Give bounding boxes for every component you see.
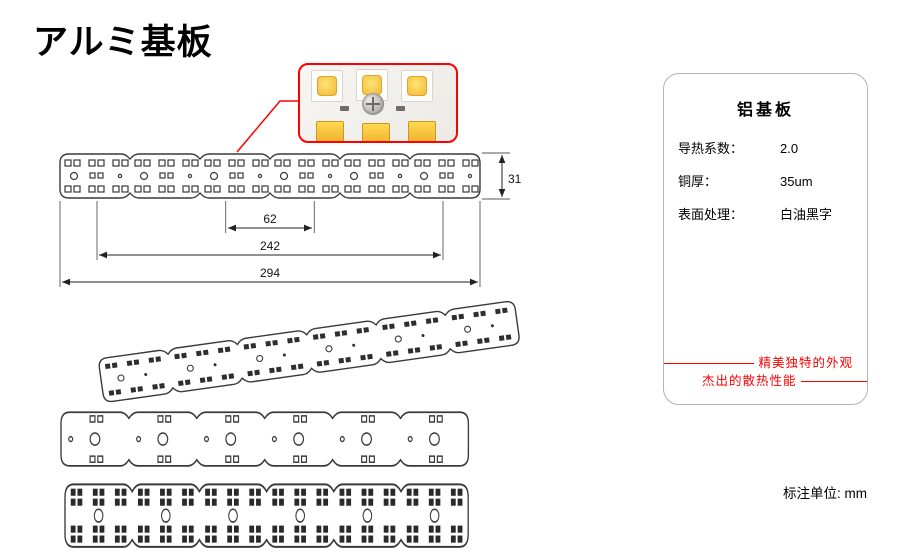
page-title: アルミ基板 xyxy=(33,23,213,62)
dim-label-hole-span: 242 xyxy=(260,239,280,253)
spec-value: 2.0 xyxy=(780,141,799,156)
spec-label: 表面处理： xyxy=(678,207,744,222)
dimension-lines xyxy=(61,155,506,286)
led-package-icon xyxy=(401,70,433,102)
spec-rows: 导热系数： 2.0 铜厚： 35um 表面处理： 白油黑字 xyxy=(664,138,867,223)
led-package-icon xyxy=(311,70,343,102)
footnote-text: 精美独特的外观 xyxy=(758,356,853,370)
led-chip xyxy=(317,76,337,96)
spec-row: 表面处理： 白油黑字 xyxy=(664,204,867,223)
pcb-pad-view xyxy=(64,483,470,548)
footnote-text: 杰出的散热性能 xyxy=(702,374,797,388)
led-chip xyxy=(362,75,382,95)
led-closeup-inset xyxy=(298,63,458,143)
led-chip-icon xyxy=(316,121,344,141)
pcb-dimensioned-view: 31 62 242 294 xyxy=(59,152,522,287)
callout-line xyxy=(236,100,303,153)
red-rule xyxy=(664,362,755,364)
unit-note: 标注单位: mm xyxy=(783,486,867,501)
pcb-plain-view xyxy=(60,411,470,467)
footnote-line: 杰出的散热性能 xyxy=(664,372,867,390)
led-chip xyxy=(407,76,427,96)
spec-value: 白油黑字 xyxy=(780,207,833,222)
spec-row: 铜厚： 35um xyxy=(664,171,867,190)
pcb-angled-view xyxy=(97,299,521,404)
resistor-icon xyxy=(340,106,349,111)
extension-lines xyxy=(59,152,510,287)
spec-card-title: 铝基板 xyxy=(736,102,794,119)
dim-label-length: 294 xyxy=(260,266,280,280)
dim-label-pitch: 62 xyxy=(263,212,277,226)
spec-label: 导热系数： xyxy=(678,141,744,156)
spec-value: 35um xyxy=(780,174,813,189)
led-chip-icon xyxy=(362,123,390,141)
led-chip-icon xyxy=(408,121,436,141)
screw-icon xyxy=(362,93,384,115)
footnote-line: 精美独特的外观 xyxy=(664,354,857,372)
spec-card-footnotes: 精美独特的外观 杰出的散热性能 xyxy=(664,354,867,390)
spec-label: 铜厚： xyxy=(678,174,718,189)
resistor-icon xyxy=(396,106,405,111)
spec-row: 导热系数： 2.0 xyxy=(664,138,867,157)
spec-card: 铝基板 导热系数： 2.0 铜厚： 35um 表面处理： 白油黑字 精美独特的外… xyxy=(663,73,868,405)
dim-label-height: 31 xyxy=(508,172,522,186)
red-rule xyxy=(800,380,867,382)
